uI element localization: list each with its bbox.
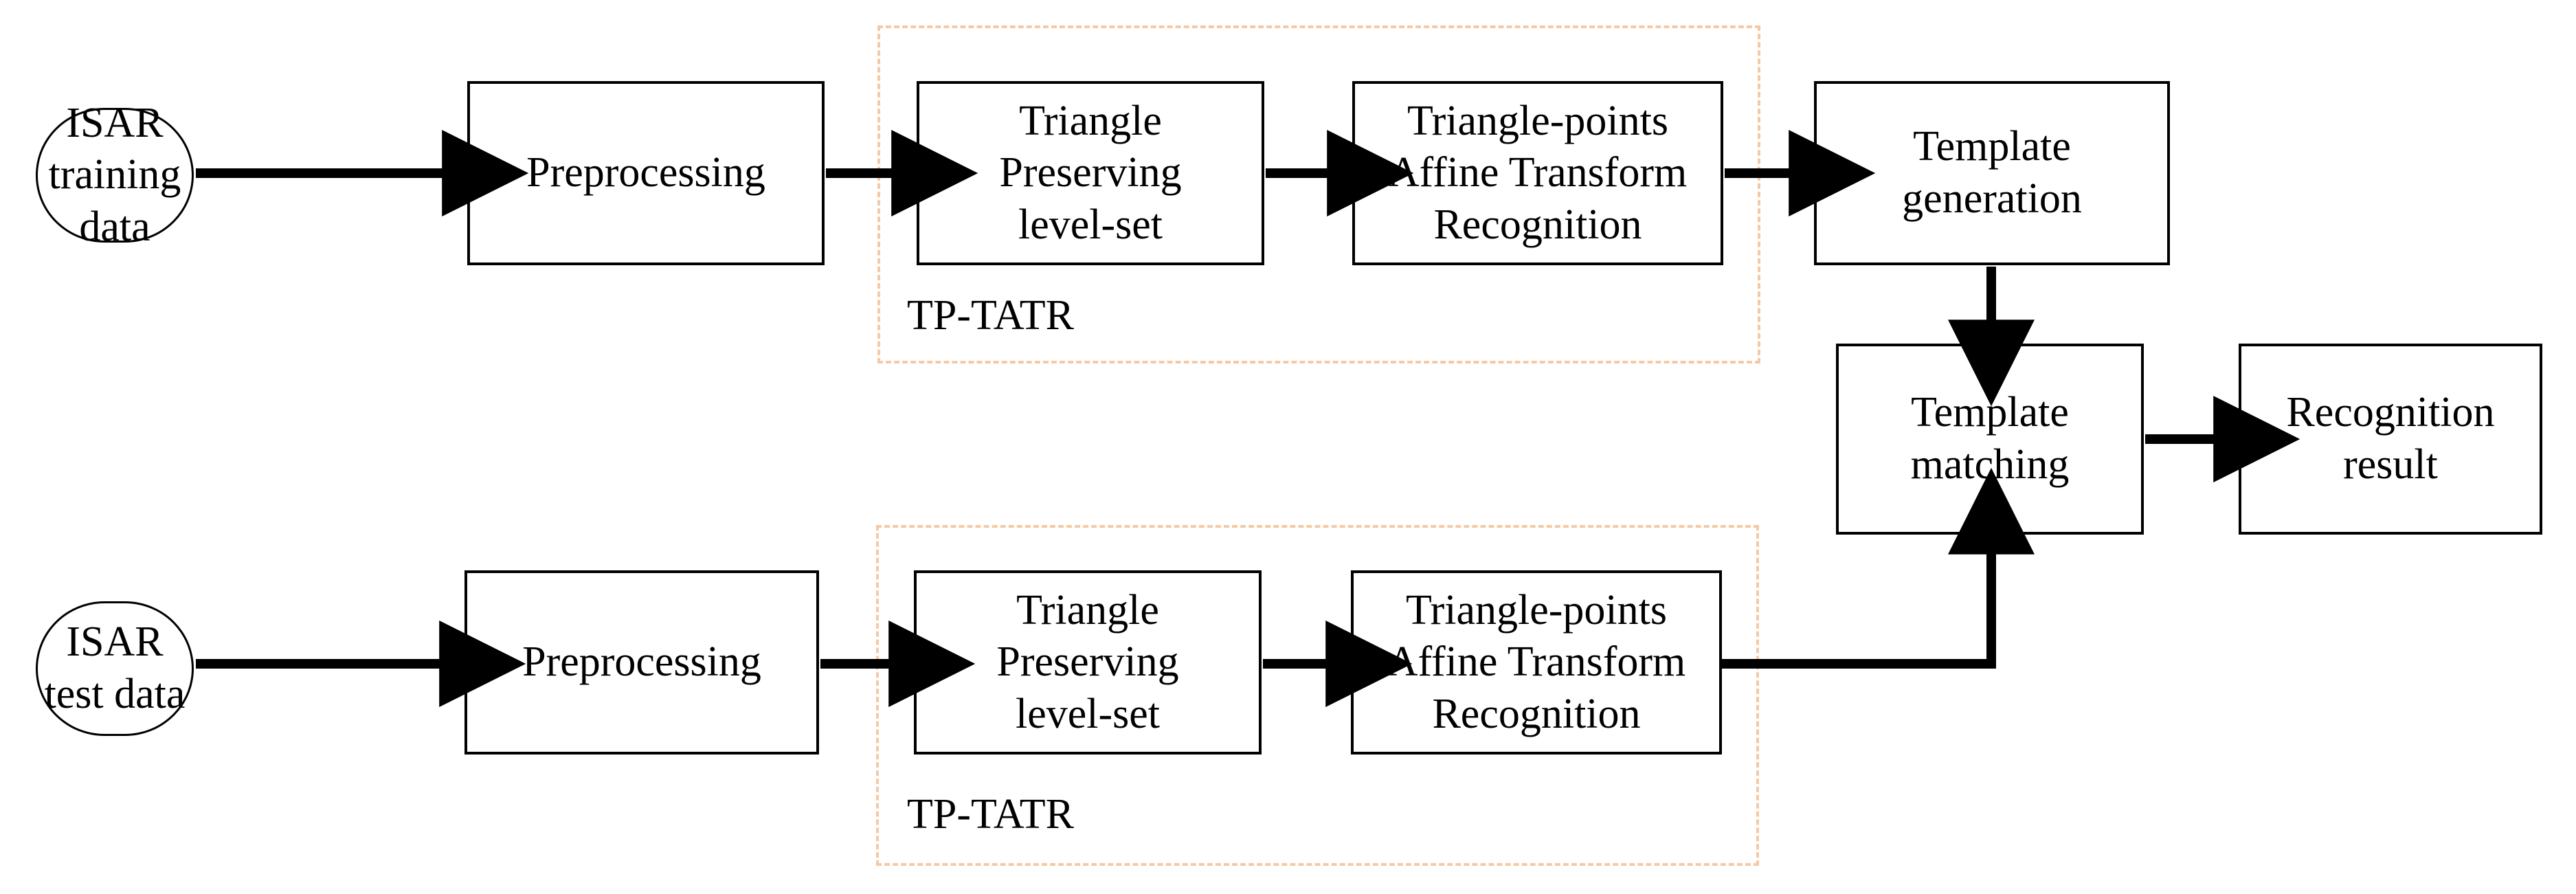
node-preprocessing-bottom[interactable]: Preprocessing xyxy=(464,570,819,755)
node-isar-training-data[interactable]: ISAR training data xyxy=(36,100,194,250)
node-recognition-result[interactable]: Recognition result xyxy=(2239,344,2542,535)
arrow-affine-bottom-to-matching xyxy=(1722,467,2035,669)
node-preprocessing-top[interactable]: Preprocessing xyxy=(467,81,825,265)
group-box-tp-tatr-top xyxy=(877,25,1760,364)
node-triangle-points-affine-transform-recognition-top[interactable]: Triangle-points Affine Transform Recogni… xyxy=(1352,81,1723,265)
group-box-tp-tatr-bottom xyxy=(876,525,1759,866)
node-triangle-points-affine-transform-recognition-bottom[interactable]: Triangle-points Affine Transform Recogni… xyxy=(1351,570,1722,755)
node-isar-test-data[interactable]: ISAR test data xyxy=(36,601,194,736)
group-label-tp-tatr-bottom: TP-TATR xyxy=(907,791,1075,838)
node-template-generation[interactable]: Template generation xyxy=(1814,81,2170,265)
node-triangle-preserving-level-set-top[interactable]: Triangle Preserving level-set xyxy=(917,81,1264,265)
node-template-matching[interactable]: Template matching xyxy=(1836,344,2144,535)
group-label-tp-tatr-top: TP-TATR xyxy=(907,292,1075,339)
node-triangle-preserving-level-set-bottom[interactable]: Triangle Preserving level-set xyxy=(914,570,1262,755)
